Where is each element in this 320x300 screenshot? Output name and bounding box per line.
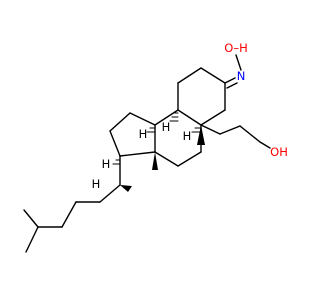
ring-bonds (109, 67, 226, 167)
c5-hydrogen-label: H (183, 129, 192, 143)
oxime-nitrogen-label: N (237, 69, 246, 83)
stereo-hashes (112, 112, 202, 165)
c8-hydrogen-label: H (139, 127, 148, 141)
c20-hydrogen-label: H (92, 177, 101, 191)
oxime-oh-label: O–H (224, 41, 247, 55)
c9-hydrogen-label: H (162, 120, 171, 134)
hydroxyl-label: OH (270, 145, 288, 159)
side-chain-bonds (23, 54, 271, 253)
stereo-wedges (120, 125, 205, 192)
c17-hydrogen-label: H (102, 157, 111, 171)
atom-labels: O–H N OH H H H H H (92, 41, 288, 191)
molecule-structure: O–H N OH H H H H H (23, 41, 288, 253)
